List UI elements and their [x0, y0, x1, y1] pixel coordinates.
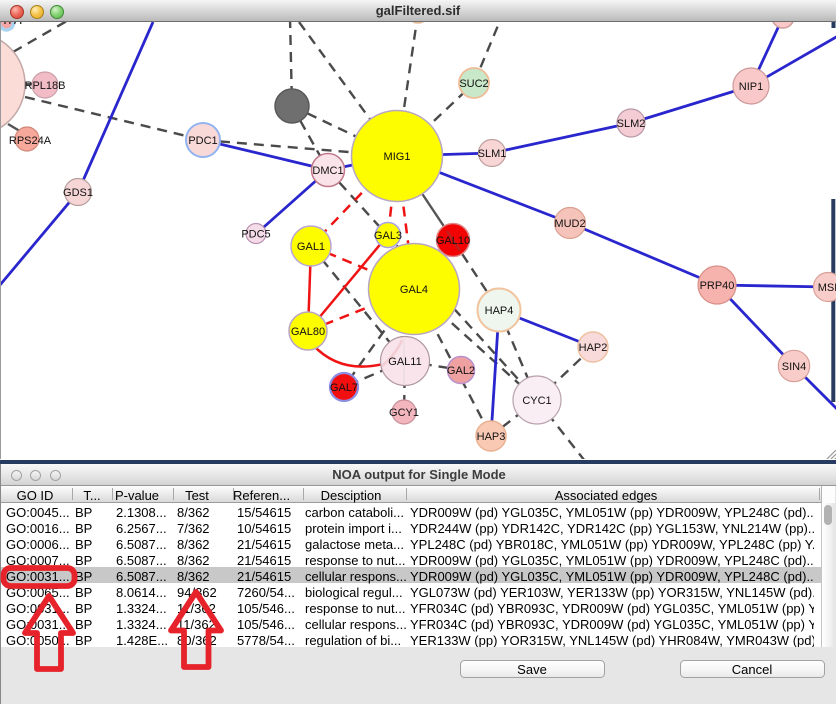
svg-text:RPS24A: RPS24A	[9, 135, 52, 147]
svg-text:NIP1: NIP1	[739, 81, 763, 93]
svg-text:GAL2: GAL2	[447, 365, 475, 377]
svg-text:PDC1: PDC1	[188, 135, 217, 147]
svg-text:SLM2: SLM2	[617, 118, 646, 130]
svg-text:DMC1: DMC1	[312, 165, 343, 177]
svg-text:GAL80: GAL80	[291, 326, 325, 338]
svg-text:GAL1: GAL1	[297, 241, 325, 253]
svg-text:PDC5: PDC5	[241, 229, 270, 241]
svg-text:SUC2: SUC2	[459, 78, 488, 90]
svg-text:GAL11: GAL11	[388, 356, 421, 368]
svg-text:MSN: MSN	[818, 282, 836, 294]
svg-text:GCY1: GCY1	[389, 407, 419, 419]
svg-text:SIN4: SIN4	[782, 361, 806, 373]
svg-text:RPL18B: RPL18B	[25, 80, 66, 92]
svg-text:SLM1: SLM1	[478, 148, 507, 160]
svg-text:GDS1: GDS1	[63, 187, 93, 199]
svg-text:MUD2: MUD2	[554, 218, 585, 230]
svg-text:GAL4: GAL4	[400, 284, 428, 296]
svg-text:HAP3: HAP3	[477, 431, 506, 443]
svg-text:GAL3: GAL3	[374, 230, 402, 242]
svg-text:GAL10: GAL10	[436, 235, 470, 247]
svg-text:HAP4: HAP4	[485, 305, 514, 317]
svg-text:MIG1: MIG1	[384, 151, 411, 163]
svg-text:PRP40: PRP40	[700, 280, 735, 292]
svg-text:GAL7: GAL7	[330, 382, 358, 394]
svg-text:HAP2: HAP2	[579, 342, 608, 354]
svg-text:CYC1: CYC1	[522, 395, 551, 407]
